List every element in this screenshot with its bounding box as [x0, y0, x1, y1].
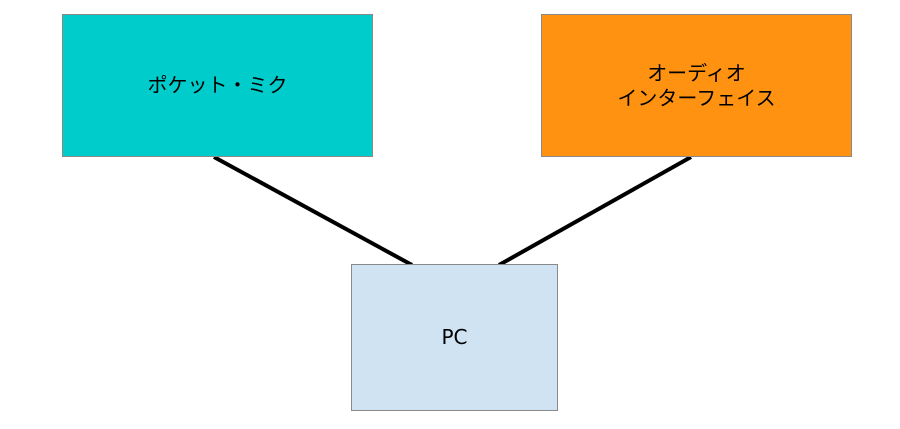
audio-interface-label: オーディオ インターフェイス	[617, 60, 776, 110]
audio-interface-node: オーディオ インターフェイス	[541, 14, 852, 157]
edge-audio-interface-to-pc	[498, 155, 692, 267]
pc-label: PC	[441, 325, 468, 349]
pocket-mic-label: ポケット・ミク	[147, 73, 288, 97]
edge-pocket-mic-to-pc	[213, 155, 413, 267]
pocket-mic-node: ポケット・ミク	[62, 14, 373, 157]
pc-node: PC	[351, 264, 558, 411]
